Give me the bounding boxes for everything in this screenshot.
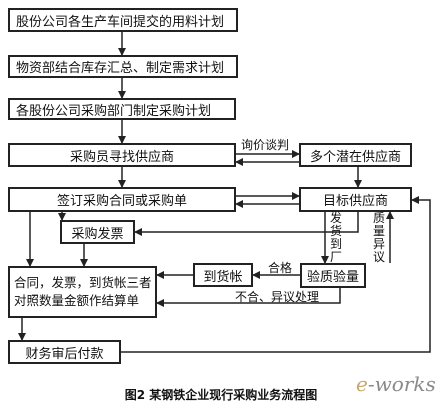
arrow-b7-b8: [134, 212, 359, 236]
box-find-supplier: 采购员寻找供应商: [8, 143, 236, 167]
eworks-watermark-logo: e-works: [356, 372, 436, 396]
box-settlement: 合同，发票，到货帐三者 对照数量金额作结算单: [8, 266, 157, 318]
box-inspection: 验质验量: [300, 263, 366, 288]
arrow-b12-b7-loop: [121, 196, 431, 353]
label-qualified: 合格: [268, 261, 293, 275]
figure-caption: 图2 某钢铁企业现行采购业务流程图: [124, 388, 318, 402]
settlement-line-1: 合同，发票，到货帐三者: [14, 275, 152, 290]
settlement-line-2: 对照数量金额作结算单: [14, 293, 140, 308]
box-invoice: 采购发票: [60, 220, 135, 244]
arrow-b10-b11-fail: [156, 288, 341, 307]
label-quality-dispute: 质量异议: [372, 211, 385, 264]
label-negotiate: 询价谈判: [241, 138, 290, 152]
box-purchase-plan: 各股份公司采购部门制定采购计划: [8, 98, 236, 120]
box-demand-plan: 物资部结合库存汇总、制定需求计划: [8, 55, 238, 78]
box-sign-contract: 签订采购合同或采购单: [8, 187, 236, 212]
box-arrival-ledger: 到货帐: [193, 263, 253, 287]
box-potential-suppliers: 多个潜在供应商: [299, 143, 412, 167]
label-unqualified: 不合、异议处理: [235, 290, 320, 304]
box-target-supplier: 目标供应商: [299, 187, 412, 212]
box-production-plan: 股份公司各生产车间提交的用料计划: [8, 8, 238, 32]
box-payment: 财务审后付款: [8, 340, 121, 364]
label-ship-to-factory: 发货到厂: [329, 211, 342, 264]
